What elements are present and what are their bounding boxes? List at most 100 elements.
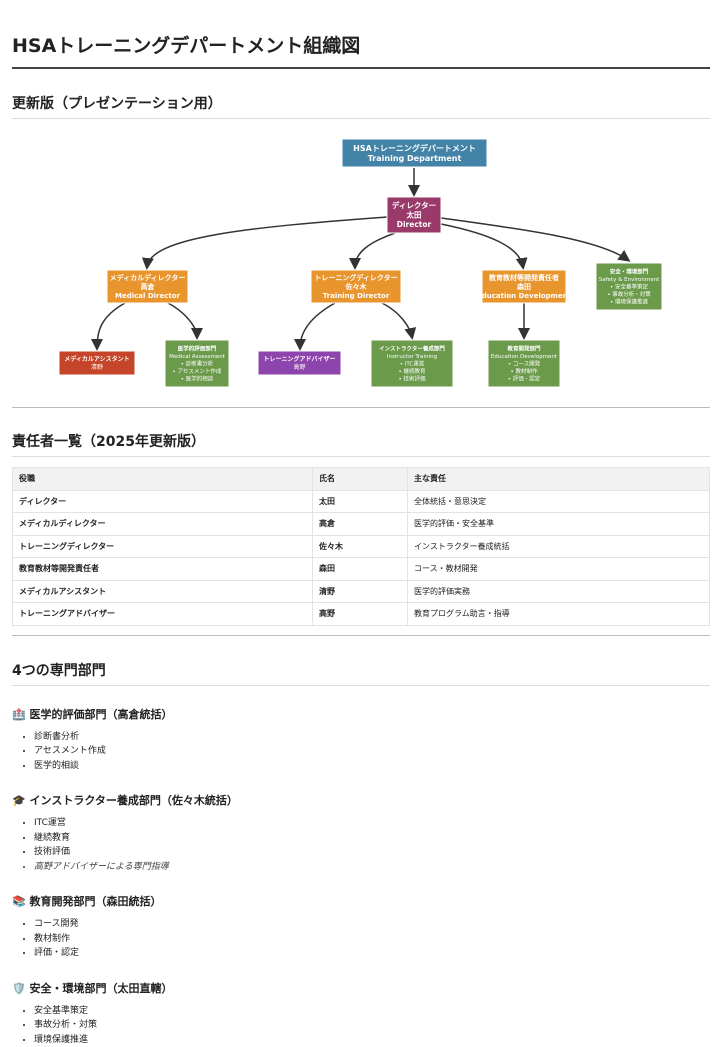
edge <box>441 224 523 267</box>
edge <box>300 303 335 348</box>
table-row: ディレクター太田全体統括・意思決定 <box>13 490 710 513</box>
node-label: Training Department <box>368 154 462 163</box>
node-label: Training Director <box>323 292 390 300</box>
node-label: Medical Assessment <box>169 354 226 360</box>
node-label: 清野 <box>91 363 103 371</box>
table-cell: メディカルディレクター <box>13 513 313 536</box>
table-row: トレーニングディレクター佐々木インストラクター養成統括 <box>13 535 710 558</box>
dept-section: 🛡️ 安全・環境部門（太田直轄） 安全基準策定事故分析・対策環境保護推進 <box>12 980 710 1047</box>
col-header: 主な責任 <box>408 468 710 491</box>
responsibility-table: 役職 氏名 主な責任 ディレクター太田全体統括・意思決定メディカルディレクター高… <box>12 467 710 626</box>
edge <box>147 217 387 267</box>
col-header: 役職 <box>13 468 313 491</box>
node-label: トレーニングディレクター <box>314 273 397 282</box>
node-safety: 安全・環境部門 Safety & Environment• 安全基準策定• 事故分… <box>596 263 662 310</box>
node-label: 佐々木 <box>345 282 368 291</box>
table-cell: メディカルアシスタント <box>13 580 313 603</box>
list-item: 安全基準策定 <box>34 1004 710 1019</box>
list-item: 評価・認定 <box>34 946 710 961</box>
list-item: 診断書分析 <box>34 730 710 745</box>
node-label: Director <box>397 220 432 229</box>
table-cell: 佐々木 <box>313 535 408 558</box>
node-label: Instructor Training <box>387 354 437 360</box>
dept-list: 安全基準策定事故分析・対策環境保護推進 <box>12 1004 710 1047</box>
list-item: コース開発 <box>34 917 710 932</box>
list-item: 技術評価 <box>34 845 710 860</box>
node-medical-assessment: 医学的評価部門 Medical Assessment• 診断書分析• アセスメント… <box>165 340 229 387</box>
node-label: 安全・環境部門 <box>610 267 649 275</box>
node-label: • 技術評価 <box>399 374 426 382</box>
node-label: 医学的評価部門 <box>178 344 217 352</box>
table-cell: 清野 <box>313 580 408 603</box>
node-label: ディレクター <box>392 200 436 210</box>
node-label: Medical Director <box>115 292 181 300</box>
table-cell: ディレクター <box>13 490 313 513</box>
col-header: 氏名 <box>313 468 408 491</box>
table-cell: 医学的評価実務 <box>408 580 710 603</box>
edge <box>382 303 412 337</box>
dept-icon: 📚 <box>12 895 26 908</box>
table-cell: 医学的評価・安全基準 <box>408 513 710 536</box>
node-label: • 教材制作 <box>511 367 538 375</box>
node-label: インストラクター養成部門 <box>379 344 445 352</box>
table-cell: インストラクター養成統括 <box>408 535 710 558</box>
table-cell: 高倉 <box>313 513 408 536</box>
node-label: 教育開発部門 <box>506 344 541 352</box>
node-label: Education Development <box>491 354 558 360</box>
dept-title: 🛡️ 安全・環境部門（太田直轄） <box>12 980 710 996</box>
node-label: • 事故分析・対策 <box>607 290 651 298</box>
dept-section: 🏥 医学的評価部門（高倉統括） 診断書分析アセスメント作成医学的相談 <box>12 706 710 774</box>
table-row: トレーニングアドバイザー高野教育プログラム助言・指導 <box>13 603 710 626</box>
table-cell: 太田 <box>313 490 408 513</box>
node-label: • 医学的相談 <box>181 374 214 382</box>
section-heading-depts: 4つの専門部門 <box>12 660 710 686</box>
table-row: メディカルアシスタント清野医学的評価実務 <box>13 580 710 603</box>
edge <box>355 233 395 267</box>
node-label: • 安全基準策定 <box>610 282 648 290</box>
dept-icon: 🏥 <box>12 708 26 721</box>
page-title: HSAトレーニングデパートメント組織図 <box>12 0 710 69</box>
node-label: • 診断書分析 <box>181 359 214 367</box>
node-label: Education Development <box>477 292 572 300</box>
table-cell: 全体統括・意思決定 <box>408 490 710 513</box>
node-label: • ITC運営 <box>400 359 425 367</box>
section-heading-chart: 更新版（プレゼンテーション用） <box>12 93 710 119</box>
node-label: トレーニングアドバイザー <box>263 355 335 363</box>
node-label: • 評価・認定 <box>508 374 541 382</box>
node-label: 太田 <box>407 210 422 220</box>
node-label: • 環境保護推進 <box>610 297 648 305</box>
node-label: 高倉 <box>141 282 156 291</box>
list-item: 医学的相談 <box>34 759 710 774</box>
dept-icon: 🎓 <box>12 794 26 807</box>
node-label: メディカルディレクター <box>110 273 186 282</box>
node-label: Safety & Environment <box>599 277 660 283</box>
dept-icon: 🛡️ <box>12 982 26 995</box>
dept-section: 📚 教育開発部門（森田統括）コース開発教材制作評価・認定 <box>12 893 710 961</box>
dept-title: 🏥 医学的評価部門（高倉統括） <box>12 706 710 722</box>
table-cell: トレーニングディレクター <box>13 535 313 558</box>
list-item: 環境保護推進 <box>34 1033 710 1047</box>
node-label: • アセスメント作成 <box>173 367 222 375</box>
edge <box>168 303 197 337</box>
edge <box>441 218 628 260</box>
table-row: メディカルディレクター高倉医学的評価・安全基準 <box>13 513 710 536</box>
table-cell: 高野 <box>313 603 408 626</box>
dept-list: 診断書分析アセスメント作成医学的相談 <box>12 730 710 774</box>
node-label: • 継続教育 <box>399 367 426 375</box>
node-label: 森田 <box>517 282 531 291</box>
list-item: ITC運営 <box>34 816 710 831</box>
dept-title: 📚 教育開発部門（森田統括） <box>12 893 710 909</box>
table-cell: 教育プログラム助言・指導 <box>408 603 710 626</box>
section-heading-table: 責任者一覧（2025年更新版） <box>12 431 710 457</box>
list-item: 事故分析・対策 <box>34 1018 710 1033</box>
table-cell: 森田 <box>313 558 408 581</box>
